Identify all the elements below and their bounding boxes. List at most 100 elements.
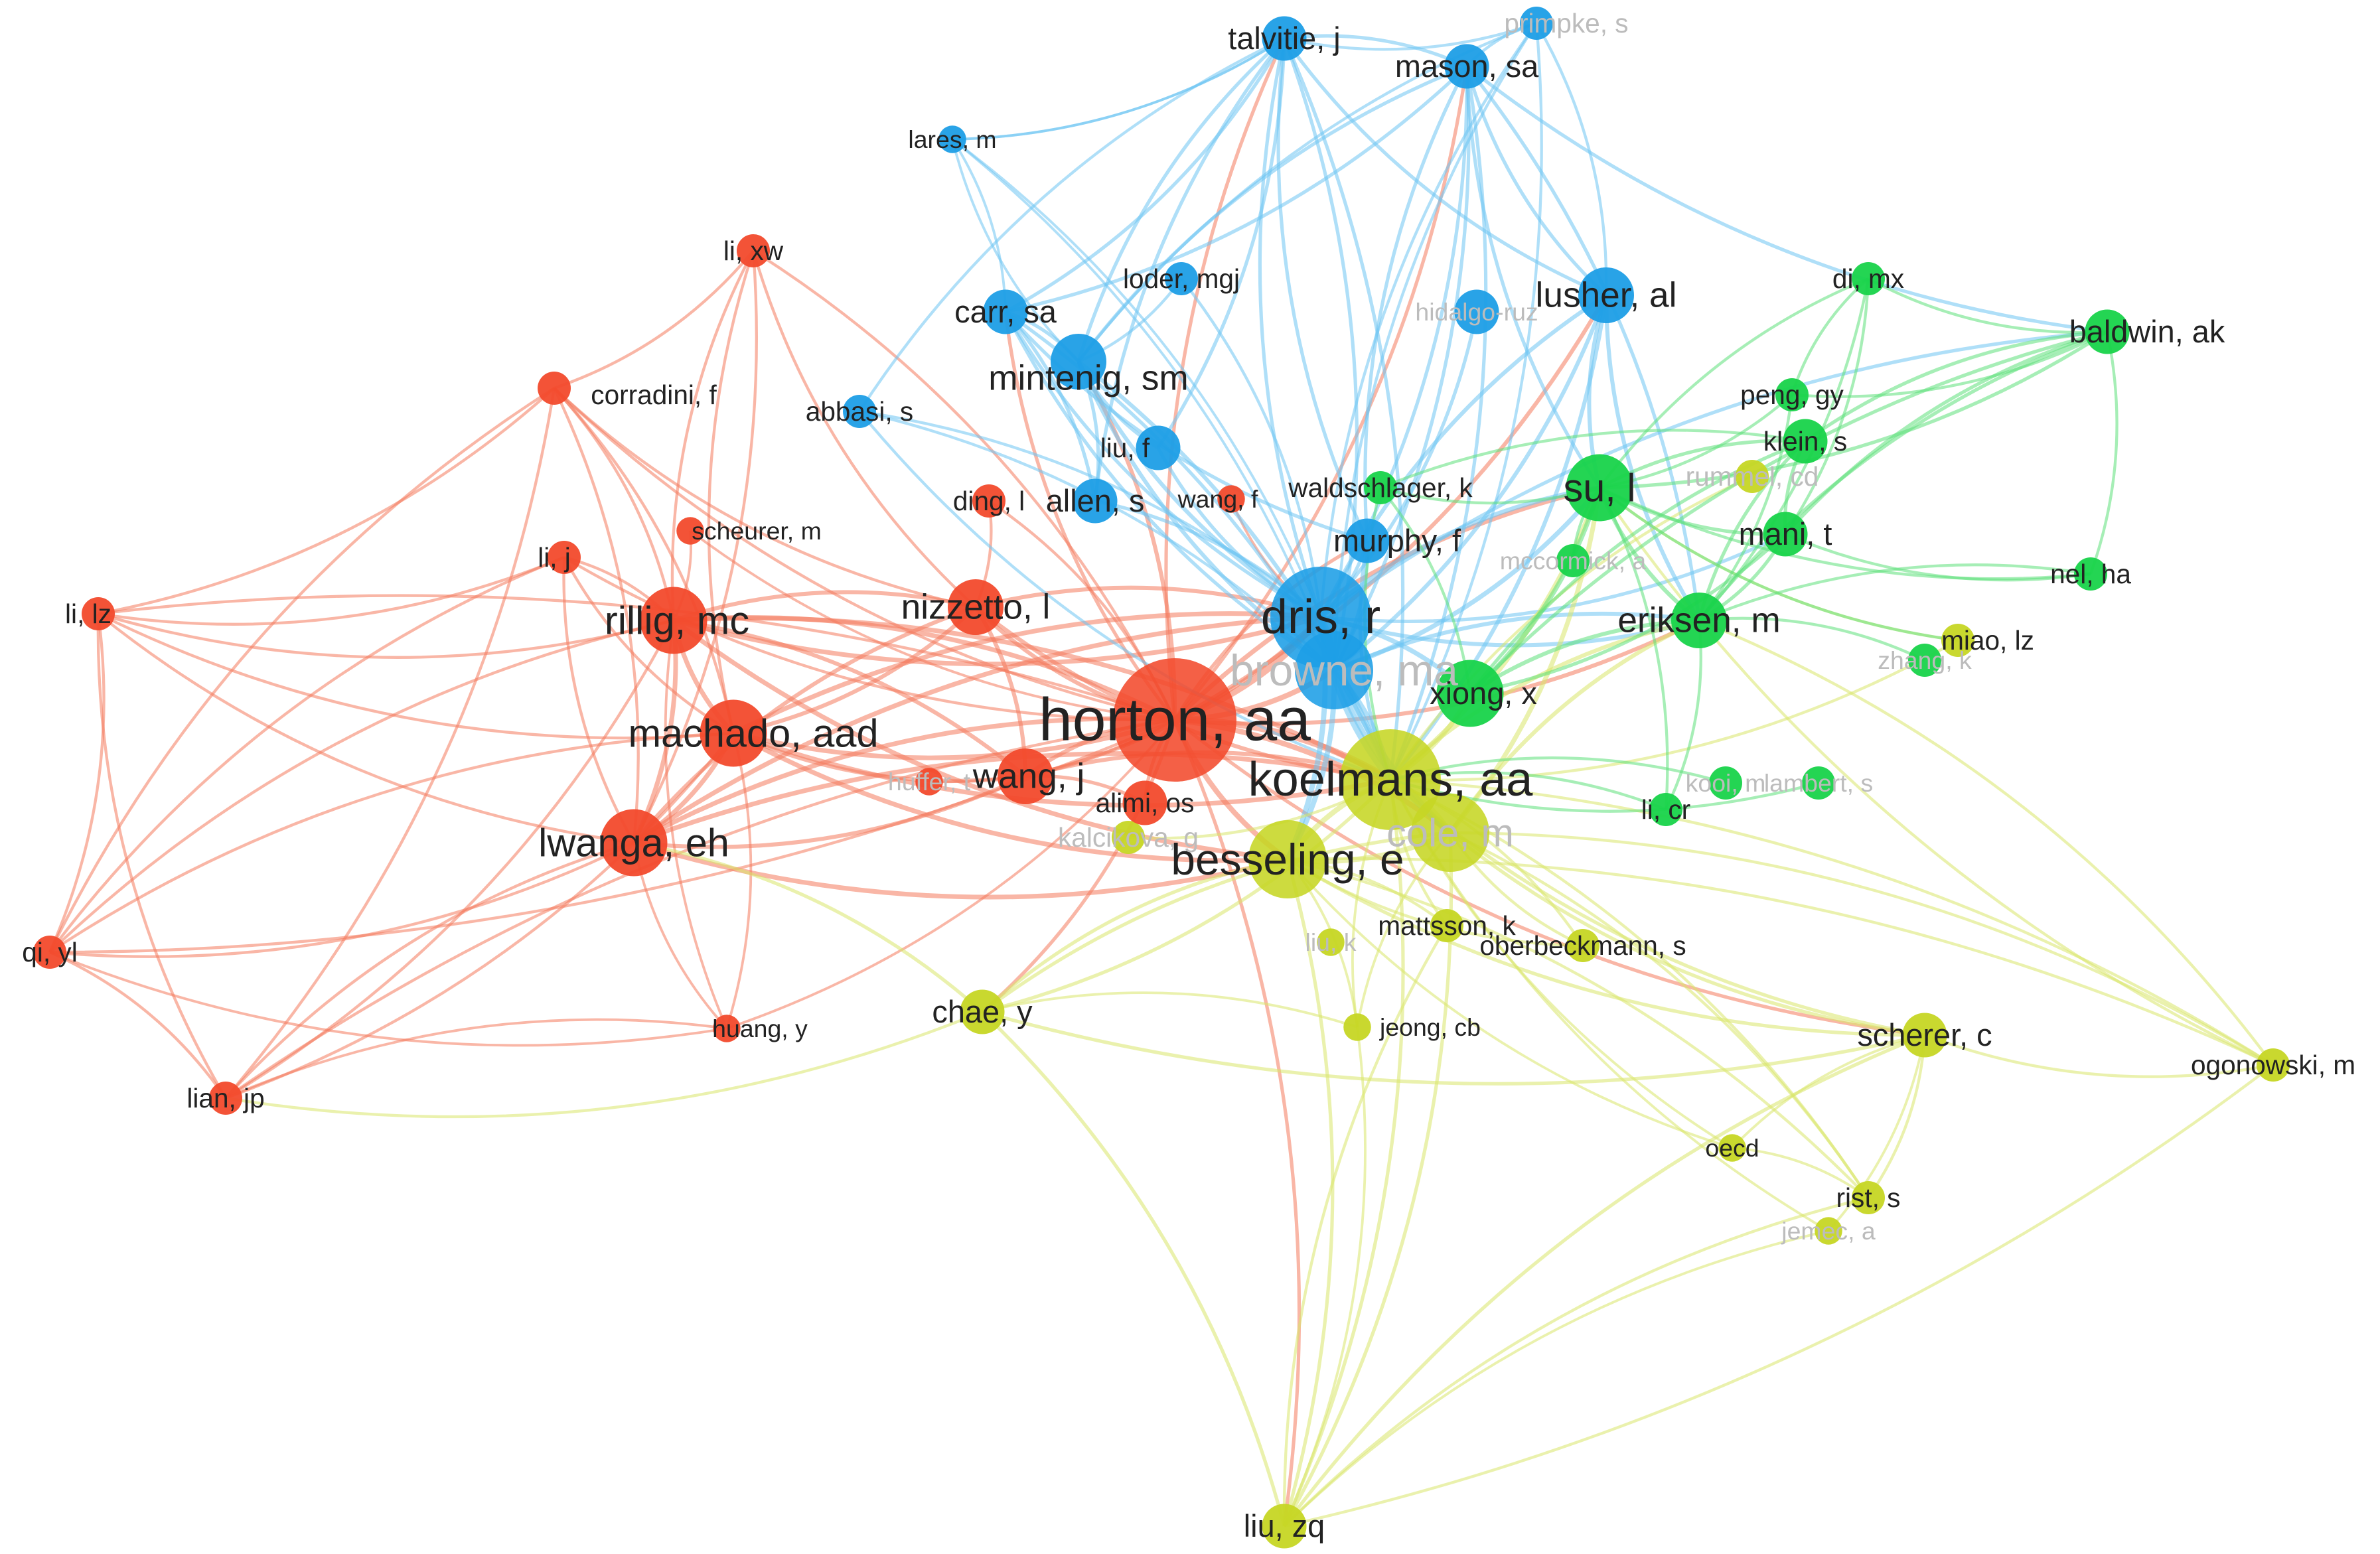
node-nizzetto[interactable] bbox=[948, 579, 1004, 635]
node-primpke[interactable] bbox=[1520, 7, 1553, 40]
node-peng[interactable] bbox=[1775, 378, 1809, 411]
node-wangf[interactable] bbox=[1217, 485, 1245, 513]
edge-lares-carr bbox=[951, 138, 1007, 313]
node-corradini[interactable] bbox=[538, 372, 571, 405]
node-rist[interactable] bbox=[1852, 1181, 1885, 1214]
edge-baldwin-dimx bbox=[1867, 277, 2108, 334]
node-horton[interactable] bbox=[1113, 658, 1236, 782]
node-miao[interactable] bbox=[1941, 624, 1974, 657]
node-lianjp[interactable] bbox=[209, 1082, 242, 1115]
node-mason[interactable] bbox=[1444, 44, 1489, 89]
node-xiong[interactable] bbox=[1436, 660, 1504, 727]
edge-dris-loder bbox=[1180, 277, 1323, 618]
node-talvitie[interactable] bbox=[1262, 16, 1307, 61]
label-suzl: su, l bbox=[1563, 466, 1635, 510]
node-licr[interactable] bbox=[1649, 793, 1682, 826]
edge-suzl-baldwin bbox=[1599, 330, 2109, 490]
label-wangj: wang, j bbox=[972, 757, 1085, 796]
node-liuk[interactable] bbox=[1317, 928, 1345, 956]
node-ogonowski[interactable] bbox=[2257, 1048, 2290, 1082]
node-scheurer[interactable] bbox=[676, 517, 704, 545]
node-abbasi[interactable] bbox=[843, 395, 876, 428]
node-dingl[interactable] bbox=[972, 484, 1005, 518]
node-liuzq[interactable] bbox=[1262, 1504, 1307, 1549]
node-lambert[interactable] bbox=[1802, 766, 1835, 800]
edge-scherer-ogonowski bbox=[1924, 1033, 2274, 1078]
node-alimi[interactable] bbox=[1122, 780, 1167, 825]
node-koelmans[interactable] bbox=[1340, 729, 1441, 830]
node-oberbeckmann[interactable] bbox=[1566, 929, 1599, 962]
label-dingl: ding, l bbox=[953, 486, 1025, 516]
node-murphy[interactable] bbox=[1345, 518, 1390, 563]
label-loder: loder, mgj bbox=[1123, 263, 1240, 294]
edge-carr-allen bbox=[1004, 311, 1097, 502]
edge-chae-lwanga bbox=[633, 841, 984, 1013]
node-dimx[interactable] bbox=[1852, 262, 1885, 295]
node-wangj[interactable] bbox=[998, 748, 1053, 804]
label-oecd: oecd bbox=[1705, 1134, 1759, 1162]
node-mccormick[interactable] bbox=[1556, 544, 1590, 577]
label-nel: nel, ha bbox=[2050, 559, 2131, 589]
node-jemec[interactable] bbox=[1815, 1217, 1842, 1245]
node-carr[interactable] bbox=[983, 289, 1028, 334]
node-klein[interactable] bbox=[1783, 419, 1828, 464]
node-besseling[interactable] bbox=[1248, 820, 1327, 898]
edge-lij-qiyl bbox=[48, 556, 565, 954]
node-oecd[interactable] bbox=[1718, 1134, 1746, 1162]
node-loder[interactable] bbox=[1165, 262, 1198, 295]
edge-baldwin-nel bbox=[2089, 331, 2119, 575]
node-suzl[interactable] bbox=[1566, 454, 1633, 522]
label-klein: klein, s bbox=[1763, 426, 1847, 457]
node-jeong[interactable] bbox=[1343, 1013, 1371, 1041]
node-scherer[interactable] bbox=[1902, 1013, 1947, 1058]
node-huffer[interactable] bbox=[915, 768, 943, 796]
node-huangy[interactable] bbox=[713, 1015, 741, 1042]
node-hidalgo[interactable] bbox=[1454, 289, 1499, 334]
edge-liuzq-ogonowski bbox=[1284, 1064, 2274, 1528]
label-browne: browne, ma bbox=[1230, 646, 1458, 695]
label-liuk: liu, k bbox=[1305, 928, 1357, 956]
node-baldwin[interactable] bbox=[2085, 309, 2130, 354]
node-cole[interactable] bbox=[1411, 794, 1489, 872]
node-lij[interactable] bbox=[548, 541, 581, 574]
node-kalcikova[interactable] bbox=[1112, 821, 1145, 854]
node-lilz[interactable] bbox=[82, 597, 115, 630]
edge-eriksen-peng bbox=[1698, 394, 1794, 622]
label-mani: mani, t bbox=[1739, 517, 1832, 551]
node-mattsson[interactable] bbox=[1430, 909, 1463, 942]
node-allen[interactable] bbox=[1073, 478, 1118, 524]
label-mattsson: mattsson, k bbox=[1378, 910, 1516, 941]
node-kooi[interactable] bbox=[1709, 766, 1742, 800]
node-chae[interactable] bbox=[960, 989, 1005, 1034]
edge-rillig-koelmans bbox=[673, 616, 1392, 782]
edge-besseling-chae bbox=[981, 857, 1288, 1013]
node-waldschlager[interactable] bbox=[1364, 471, 1397, 504]
node-lixw[interactable] bbox=[737, 234, 770, 267]
node-liuf[interactable] bbox=[1136, 425, 1181, 470]
node-dris[interactable] bbox=[1270, 567, 1371, 668]
node-nel[interactable] bbox=[2074, 557, 2107, 591]
edge-lwanga-nizzetto bbox=[632, 605, 976, 844]
edge-nel-mani bbox=[1785, 533, 2091, 582]
edge-scherer-rist bbox=[1867, 1034, 1927, 1199]
edge-mason-eriksen bbox=[1465, 65, 1701, 621]
label-lianjp: lian, jp bbox=[186, 1083, 264, 1113]
label-huffer: huffer, t bbox=[888, 768, 971, 796]
node-rummel[interactable] bbox=[1736, 460, 1769, 493]
label-jemec: jemec, a bbox=[1781, 1217, 1876, 1245]
node-qiyl[interactable] bbox=[33, 936, 66, 969]
label-huangy: huang, y bbox=[712, 1015, 808, 1042]
node-machado[interactable] bbox=[700, 699, 767, 767]
node-eriksen[interactable] bbox=[1671, 593, 1727, 648]
node-lwanga[interactable] bbox=[600, 809, 668, 877]
label-hidalgo: hidalgo-ruz bbox=[1415, 298, 1538, 326]
edge-besseling-liuzq bbox=[1282, 859, 1335, 1527]
label-cole: cole, m bbox=[1386, 811, 1514, 855]
node-lares[interactable] bbox=[938, 125, 966, 153]
node-mintenig[interactable] bbox=[1051, 334, 1106, 389]
node-rillig[interactable] bbox=[640, 587, 707, 654]
node-mani[interactable] bbox=[1763, 512, 1808, 557]
node-zhangk[interactable] bbox=[1908, 644, 1941, 677]
node-lusher[interactable] bbox=[1578, 267, 1634, 323]
